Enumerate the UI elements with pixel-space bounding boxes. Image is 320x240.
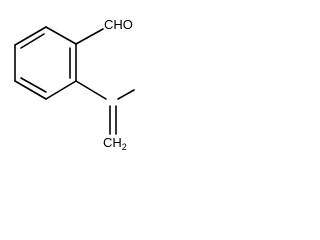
ring-bond-bottom-left [14,80,47,100]
ring-double-bond-top-left [20,33,45,49]
aldehyde-label: CHO [104,17,133,32]
aldehyde-bond [75,28,104,45]
ring-bond-top-right-inner [14,26,47,46]
ring-double-bond-bottom [20,77,47,93]
ring-bond-bottom-right [45,80,77,100]
isopropenyl-bond [75,80,107,100]
ring-bond-top-left [45,26,77,45]
methyl-bond [117,89,135,100]
vinyl-ch2-label: CH2 [103,135,127,152]
structure-diagram [14,26,135,135]
